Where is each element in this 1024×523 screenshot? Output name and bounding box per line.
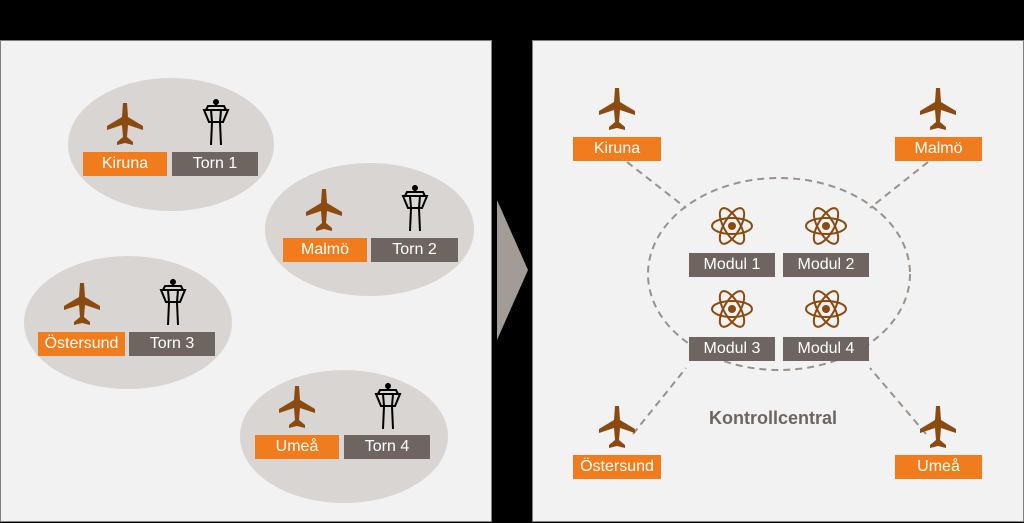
airport-label-malmo: Malmö — [283, 238, 367, 262]
link-malmo — [869, 161, 929, 209]
airplane-icon — [597, 86, 637, 132]
airport-group-kiruna — [68, 78, 274, 211]
tower-label-4: Torn 4 — [344, 435, 430, 459]
decentralized-towers-panel: Kiruna Torn 1 Malmö Torn 2 Östersund Tor… — [0, 40, 492, 522]
airplane-icon — [918, 86, 958, 132]
tower-label-1: Torn 1 — [172, 152, 258, 176]
atom-icon — [804, 287, 848, 331]
connection-lines — [626, 161, 929, 435]
tower-label-3: Torn 3 — [129, 332, 215, 356]
airport-label-ostersund: Östersund — [38, 332, 125, 356]
airport-label-malmo: Malmö — [895, 137, 982, 161]
control-center-boundary — [647, 177, 911, 371]
atom-icon — [804, 204, 848, 248]
module-label-2: Modul 2 — [783, 253, 869, 277]
module-label-1: Modul 1 — [689, 253, 775, 277]
atom-icon — [710, 204, 754, 248]
module-label-4: Modul 4 — [783, 337, 869, 361]
tower-label-2: Torn 2 — [371, 238, 458, 262]
airport-label-kiruna: Kiruna — [573, 137, 661, 161]
airport-label-kiruna: Kiruna — [83, 152, 167, 176]
airplane-icon — [918, 404, 958, 450]
airport-label-ostersund: Östersund — [573, 455, 661, 479]
atom-icon — [710, 287, 754, 331]
airport-group-ostersund — [24, 256, 232, 389]
airport-label-umea: Umeå — [895, 455, 982, 479]
control-center-label: Kontrollcentral — [709, 408, 838, 428]
link-ostersund — [632, 367, 687, 435]
module-label-3: Modul 3 — [689, 337, 775, 361]
remote-tower-center-panel: Kiruna Malmö Östersund Umeå Modul 1 Modu… — [532, 40, 1024, 522]
airport-label-umea: Umeå — [255, 435, 339, 459]
airplane-icon — [597, 404, 637, 450]
link-kiruna — [626, 161, 687, 209]
link-umea — [869, 367, 927, 435]
airport-group-malmo — [265, 163, 474, 296]
